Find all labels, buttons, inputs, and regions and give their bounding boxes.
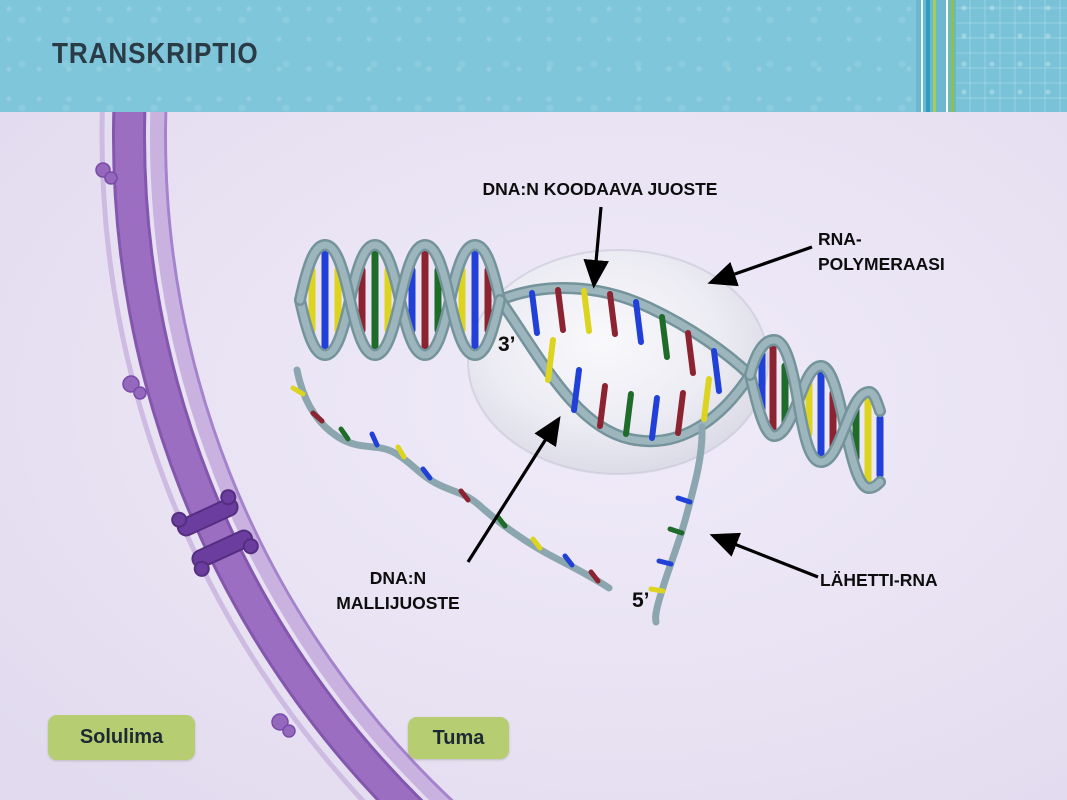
rna-strand-lower-left [290,366,613,592]
cell-membrane [99,112,454,800]
transcription-bubble [494,282,756,448]
header-icon-pattern-panel [956,0,1067,112]
header-stripe-teal [926,0,930,112]
messenger-rna-strand [648,423,706,626]
bubble-top-base-ticks [529,287,722,394]
arrow-rna-polymerase [707,245,813,287]
label-five-prime: 5’ [632,589,650,612]
cytoplasm-button[interactable]: Solulima [48,715,195,760]
bubble-bottom-base-ticks [545,337,712,441]
arrow-template-strand [466,415,561,563]
label-template-strand: DNA:N MALLIJUOSTE [336,568,460,613]
membrane-blob-icon-bottom [271,713,296,738]
transcription-illustration [95,112,886,800]
header-bar: TRANSKRIPTIO [0,0,1067,112]
dna-helix-right [744,333,886,495]
arrow-coding-strand [583,206,609,289]
label-three-prime: 3’ [498,333,516,356]
header-stripe-white-1 [921,0,923,112]
rna-base-ticks [290,385,601,584]
header-stripe-white-2 [946,0,948,112]
membrane-protein-channel-icon [171,489,259,577]
messenger-rna-base-ticks [648,495,693,594]
arrow-messenger-rna [709,532,819,579]
nucleus-button[interactable]: Tuma [408,717,509,759]
annotation-arrows [466,206,819,579]
helix-left-base-pairs [308,249,492,351]
header-stripe-green-1 [933,0,936,112]
membrane-blob-icon-top [95,162,118,185]
label-messenger-rna: LÄHETTI-RNA [820,570,938,590]
label-coding-strand: DNA:N KOODAAVA JUOSTE [482,179,718,199]
membrane-blob-icon-middle [122,375,147,400]
page-title: TRANSKRIPTIO [52,38,259,70]
diagram-area [0,112,1067,800]
label-rna-polymerase: RNA- POLYMERAASI [818,229,945,274]
header-stripe-green-2 [951,0,954,112]
dna-helix-left [294,238,506,362]
